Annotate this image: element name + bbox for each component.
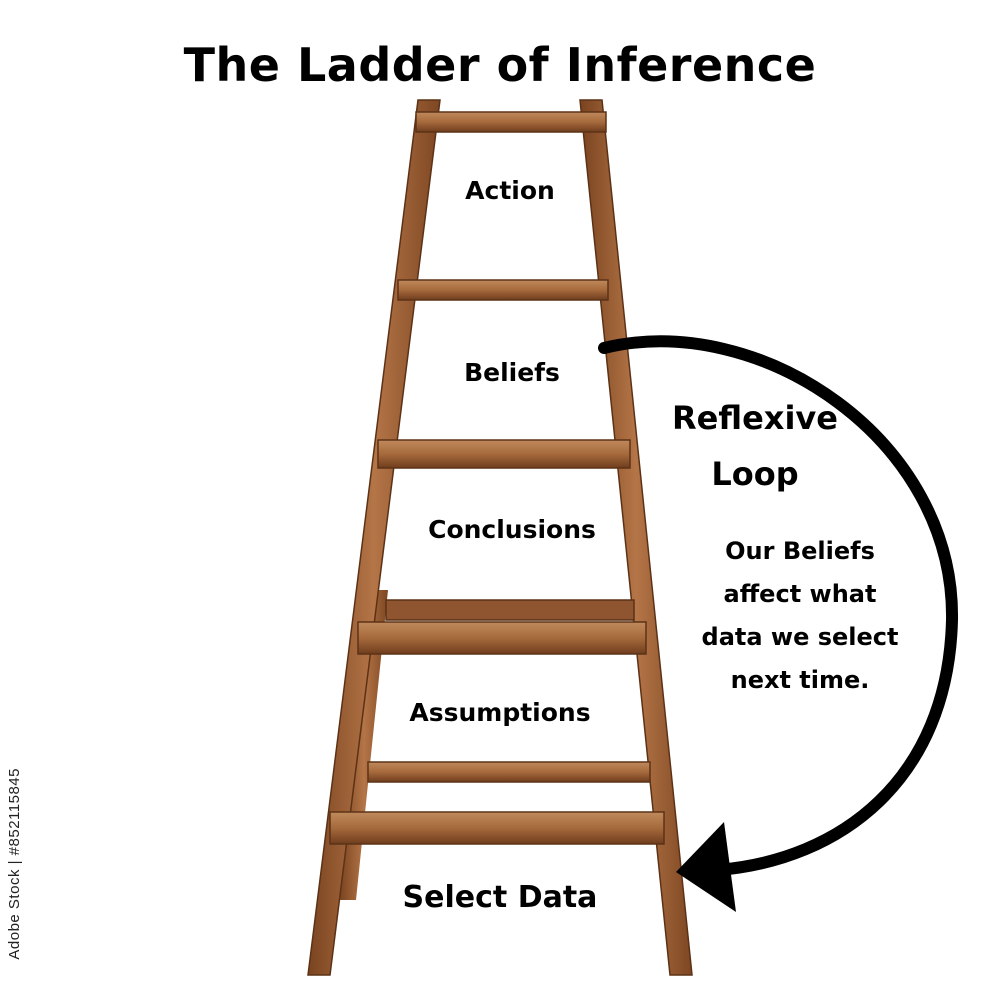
ladder-step-2 xyxy=(377,439,631,469)
loop-description: Our Beliefs affect what data we select n… xyxy=(665,530,935,702)
reflexive-loop-arrowhead xyxy=(676,822,736,912)
ladder-step-1 xyxy=(397,279,609,301)
loop-title-line-2: Loop xyxy=(711,455,799,493)
ladder-step-5 xyxy=(329,811,665,845)
loop-desc-line-2: affect what xyxy=(723,580,877,608)
diagram-title: The Ladder of Inference xyxy=(183,38,817,92)
rung-label-beliefs: Beliefs xyxy=(464,358,560,387)
rung-label-action: Action xyxy=(465,176,555,205)
stock-watermark: Adobe Stock | #852115845 xyxy=(6,768,23,960)
loop-desc-line-1: Our Beliefs xyxy=(725,537,875,565)
loop-desc-line-3: data we select xyxy=(701,623,899,651)
ladder-step-2-back xyxy=(385,599,635,621)
ladder-left-rail xyxy=(307,99,441,976)
reflexive-loop-arrow xyxy=(598,335,959,876)
ladder-top-cap xyxy=(415,111,607,133)
ladder-right-rail xyxy=(579,99,693,976)
loop-title: Reflexive Loop xyxy=(645,390,865,502)
rung-label-assumptions: Assumptions xyxy=(409,698,591,727)
loop-desc-line-4: next time. xyxy=(730,666,870,694)
rung-label-conclusions: Conclusions xyxy=(428,515,596,544)
ladder-step-3 xyxy=(357,621,647,655)
ladder-step-4 xyxy=(367,761,651,783)
loop-title-line-1: Reflexive xyxy=(672,399,838,437)
rung-label-select-data: Select Data xyxy=(402,880,598,915)
